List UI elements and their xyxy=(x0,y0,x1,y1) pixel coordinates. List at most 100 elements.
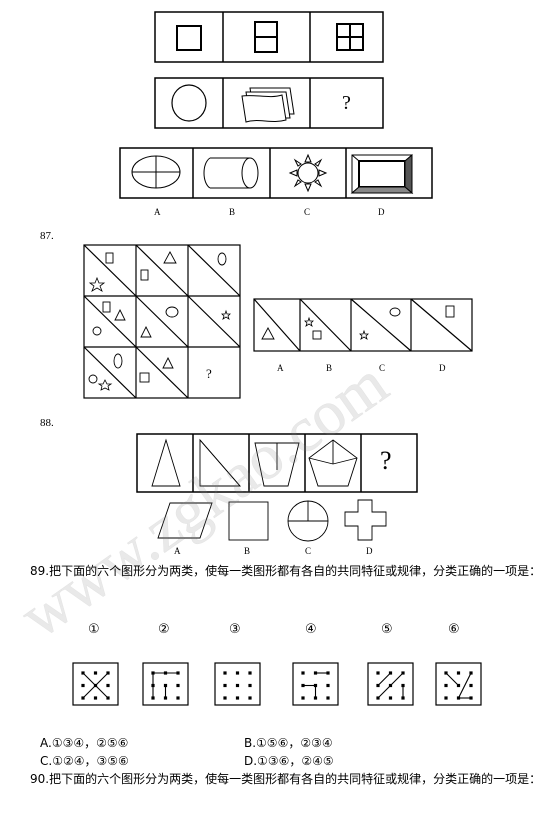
q89-text: 89.把下面的六个图形分为两类，使每一类图形都有各自的共同特征或规律，分类正确的… xyxy=(30,564,542,578)
dot-connector-line xyxy=(458,672,472,699)
grid-dot xyxy=(456,696,461,700)
grid-dot xyxy=(469,683,473,688)
square-icon xyxy=(228,501,269,541)
grid-dot xyxy=(301,683,305,688)
grid-dot xyxy=(469,671,473,675)
dot-connector-line xyxy=(82,672,96,686)
q86-label-a: A xyxy=(154,207,161,217)
grid-dot xyxy=(444,696,448,700)
grid-dot xyxy=(248,671,252,675)
q88-sequence xyxy=(136,433,418,493)
grid-dot xyxy=(326,683,330,688)
grid-dot xyxy=(456,683,461,688)
q88-label-d: D xyxy=(366,546,373,556)
q89-dots xyxy=(81,671,473,700)
q88-number: 88. xyxy=(40,417,54,429)
grid-dot xyxy=(223,696,227,700)
grid-dot xyxy=(81,683,85,688)
grid-dot xyxy=(301,671,305,675)
sun-icon xyxy=(288,153,328,193)
q90-text: 90.把下面的六个图形分为两类，使每一类图形都有各自的共同特征或规律，分类正确的… xyxy=(30,772,542,786)
grid-dot xyxy=(81,671,85,675)
q86-row1 xyxy=(154,11,384,63)
q89-choice-d[interactable]: D.①③⑥，②④⑤ xyxy=(244,754,334,768)
grid-dot xyxy=(163,671,168,675)
picture-frame-icon xyxy=(350,153,414,195)
grid-dot xyxy=(444,683,448,688)
q86-label-d: D xyxy=(378,207,385,217)
grid-dot xyxy=(176,671,180,675)
q88-options xyxy=(157,499,387,542)
plus-shape-icon xyxy=(344,499,387,541)
grid-dot xyxy=(176,683,180,688)
grid-dot xyxy=(93,683,98,688)
grid-dot xyxy=(401,696,405,700)
grid-dot xyxy=(235,696,240,700)
grid-dot xyxy=(401,683,405,688)
grid-dot xyxy=(376,683,380,688)
q88-label-b: B xyxy=(244,546,251,556)
cylinder-icon xyxy=(203,157,259,189)
circle-cross-icon xyxy=(287,500,329,542)
q86-question-mark: ? xyxy=(342,92,351,114)
stacked-papers-icon xyxy=(241,87,295,123)
grid-dot xyxy=(106,683,110,688)
dot-connector-line xyxy=(95,672,109,686)
q89-figure-label-1: ① xyxy=(88,622,100,637)
q87-label-d: D xyxy=(439,363,446,373)
q89-figure-label-5: ⑤ xyxy=(381,622,393,637)
q87-question-mark: ? xyxy=(206,366,212,381)
q88-question-mark: ? xyxy=(380,446,392,475)
pentagon-icon xyxy=(308,439,358,487)
q88-label-c: C xyxy=(305,546,312,556)
q89-choice-b[interactable]: B.①⑤⑥，②③④ xyxy=(244,736,333,750)
q89-dot-grids xyxy=(72,662,482,706)
grid-dot xyxy=(163,696,168,700)
grid-dot xyxy=(376,671,380,675)
q87-number: 87. xyxy=(40,230,54,242)
grid-dot xyxy=(313,696,318,700)
q87-label-b: B xyxy=(326,363,333,373)
grid-dot xyxy=(106,671,110,675)
grid-dot xyxy=(235,683,240,688)
grid-dot xyxy=(151,671,155,675)
grid-dot xyxy=(456,671,461,675)
grid-dot xyxy=(235,671,240,675)
triangle-icon xyxy=(151,438,181,487)
q88-label-a: A xyxy=(174,546,181,556)
grid-dot xyxy=(81,696,85,700)
grid-dot xyxy=(301,696,305,700)
grid-dot xyxy=(401,671,405,675)
dot-connector-line xyxy=(377,672,391,686)
q86-label-c: C xyxy=(304,207,311,217)
grid-dot xyxy=(93,696,98,700)
dot-connector-line xyxy=(445,672,459,686)
grid-dot xyxy=(163,683,168,688)
grid-dot xyxy=(223,671,227,675)
parallelogram-icon xyxy=(157,502,213,539)
q89-choice-a[interactable]: A.①③④，②⑤⑥ xyxy=(40,736,129,750)
watermark-text: www.zgkao.com xyxy=(7,347,400,652)
q89-figure-label-6: ⑥ xyxy=(448,622,460,637)
grid-dot xyxy=(151,683,155,688)
grid-dot xyxy=(248,696,252,700)
grid-dot xyxy=(469,696,473,700)
trapezoid-icon xyxy=(254,442,300,487)
q86-label-b: B xyxy=(229,207,236,217)
grid-dot xyxy=(376,696,380,700)
grid-dot xyxy=(248,683,252,688)
grid-dot xyxy=(313,683,318,688)
grid-dot xyxy=(326,696,330,700)
q89-choice-c[interactable]: C.①②④，③⑤⑥ xyxy=(40,754,129,768)
grid-dot xyxy=(176,696,180,700)
q87-label-c: C xyxy=(379,363,386,373)
dot-connector-line xyxy=(95,685,109,699)
grid-dot xyxy=(313,671,318,675)
grid-dot xyxy=(223,683,227,688)
grid-dot xyxy=(388,671,393,675)
q86-options xyxy=(119,147,433,199)
grid-dot xyxy=(93,671,98,675)
q87-options xyxy=(253,298,473,352)
grid-dot xyxy=(106,696,110,700)
